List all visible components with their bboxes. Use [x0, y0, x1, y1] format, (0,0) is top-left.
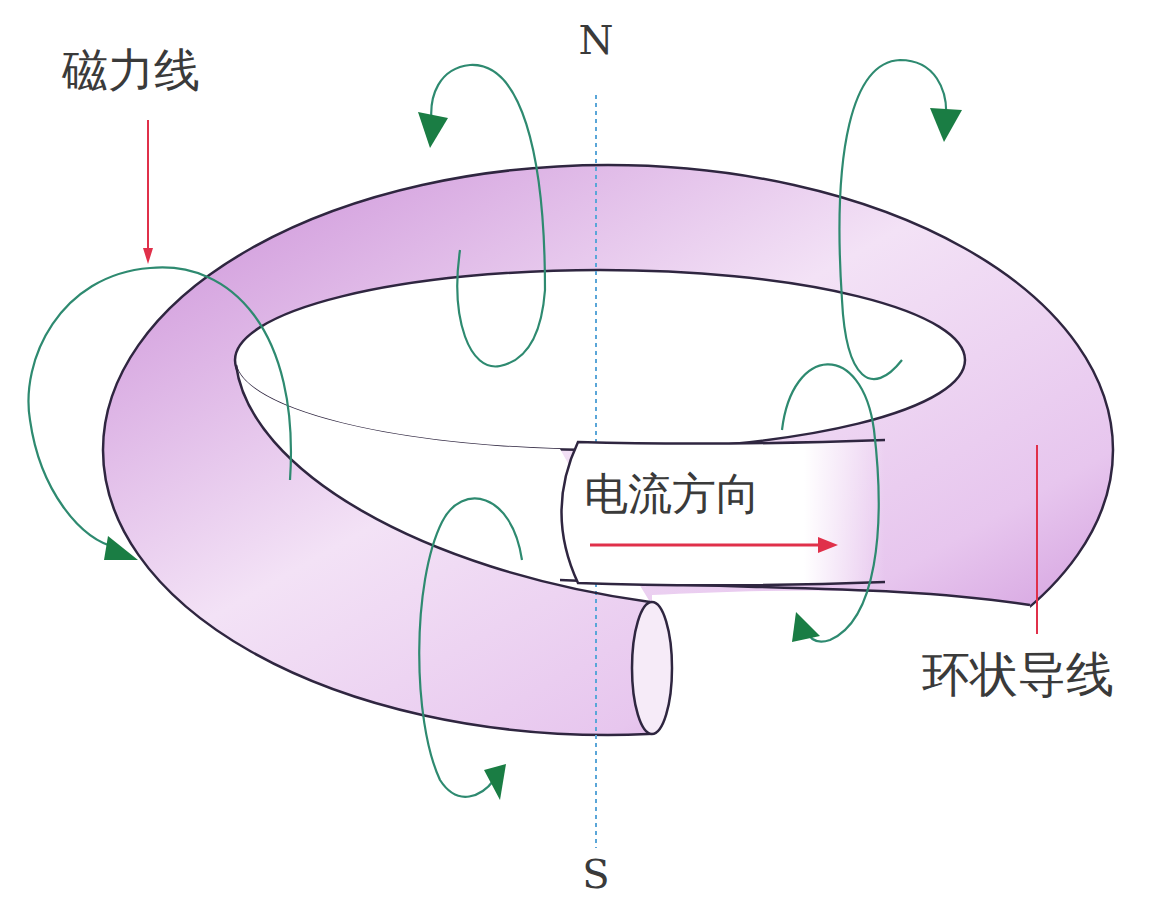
- arrowhead: [484, 764, 506, 800]
- field-line: [419, 498, 522, 796]
- arrowhead: [143, 248, 153, 264]
- leader-line: [147, 120, 149, 252]
- field-arrowheads: [104, 108, 962, 800]
- arrowhead: [818, 537, 838, 553]
- field-line: [457, 250, 545, 366]
- leader-line: [1036, 445, 1038, 634]
- field-lines: [29, 60, 947, 797]
- label-text: 磁力线: [62, 45, 200, 96]
- field-line: [842, 300, 902, 379]
- label-text: S: [582, 852, 609, 896]
- field-line: [839, 60, 946, 300]
- wire-end-face: [562, 440, 886, 585]
- arrowhead: [930, 108, 962, 142]
- arrowhead: [792, 612, 820, 642]
- label-text: 环状导线: [922, 648, 1114, 701]
- field-line: [29, 267, 291, 548]
- label-text: N: [579, 18, 614, 62]
- field-line: [782, 364, 879, 641]
- wire-end: [632, 602, 672, 734]
- arrowhead: [418, 112, 448, 148]
- wire-end-outline: [562, 440, 886, 585]
- field-line: [431, 65, 545, 290]
- label-text: 电流方向: [584, 470, 760, 518]
- current-arrow: [590, 544, 822, 547]
- ring-body: [103, 165, 1113, 735]
- red-pointers: [143, 120, 1037, 634]
- arrowhead: [104, 536, 138, 560]
